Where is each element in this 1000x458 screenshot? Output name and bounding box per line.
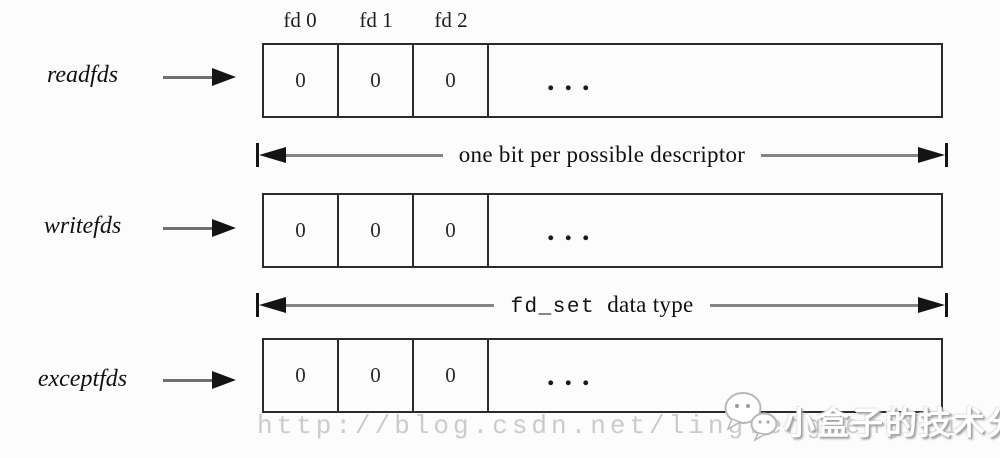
fdset-label: fd_set data type (494, 292, 709, 319)
bit-cell-ellipsis: ... (547, 358, 600, 392)
dim-tick (945, 293, 948, 317)
readfds-arrow-stem (163, 76, 214, 79)
readfds-label: readfds (46, 62, 119, 88)
dim-stem (286, 303, 495, 307)
bit-cell: 0 (414, 195, 489, 266)
dim-stem (709, 303, 918, 307)
fdset-text: data type (607, 291, 694, 317)
dim-tick (945, 143, 949, 167)
arrow-left-icon (259, 297, 286, 313)
bit-cell-ellipsis: ... (547, 63, 600, 97)
brand-watermark: 小盒子的技术分享 (783, 405, 1000, 441)
exceptfds-arrow-stem (163, 379, 214, 382)
readfds-arrow-icon (212, 68, 236, 86)
arrow-right-icon (918, 297, 945, 313)
bit-cell: 0 (264, 195, 339, 266)
dim-tick (256, 143, 259, 167)
fdset-code: fd_set (510, 295, 596, 319)
exceptfds-arrow-icon (212, 371, 236, 389)
readfds-bit-array: 0 0 0 ... (262, 43, 943, 118)
writefds-bit-array: 0 0 0 ... (262, 193, 943, 268)
bit-cell: 0 (264, 340, 339, 411)
bit-cell: 0 (339, 195, 414, 266)
writefds-arrow-icon (212, 219, 236, 237)
bit-cell: 0 (339, 340, 414, 411)
arrow-right-icon (918, 147, 946, 163)
watermark-url: http://blog.csdn.net/lingfengtengfei (257, 411, 963, 441)
fd0-label: fd 0 (283, 8, 317, 32)
bit-cell: 0 (339, 45, 414, 116)
bit-cell: 0 (414, 340, 489, 411)
dim-stem (286, 153, 443, 157)
dim-tick (256, 293, 259, 317)
fd2-label: fd 2 (434, 8, 468, 32)
exceptfds-label: exceptfds (37, 366, 128, 392)
bit-cell: 0 (264, 45, 339, 116)
bit-cell-ellipsis: ... (547, 213, 600, 247)
writefds-label: writefds (43, 213, 122, 239)
writefds-arrow-stem (163, 227, 214, 230)
chat-bubbles-logo-icon (724, 392, 778, 442)
exceptfds-bit-array: 0 0 0 ... (262, 338, 943, 413)
one-bit-dimension-line: one bit per possible descriptor (256, 142, 949, 168)
bit-cell: 0 (414, 45, 489, 116)
fdset-dimension-line: fd_set data type (256, 292, 948, 319)
one-bit-label: one bit per possible descriptor (458, 142, 746, 167)
arrow-left-icon (259, 147, 286, 163)
dim-stem (761, 153, 919, 157)
fd1-label: fd 1 (359, 8, 393, 32)
